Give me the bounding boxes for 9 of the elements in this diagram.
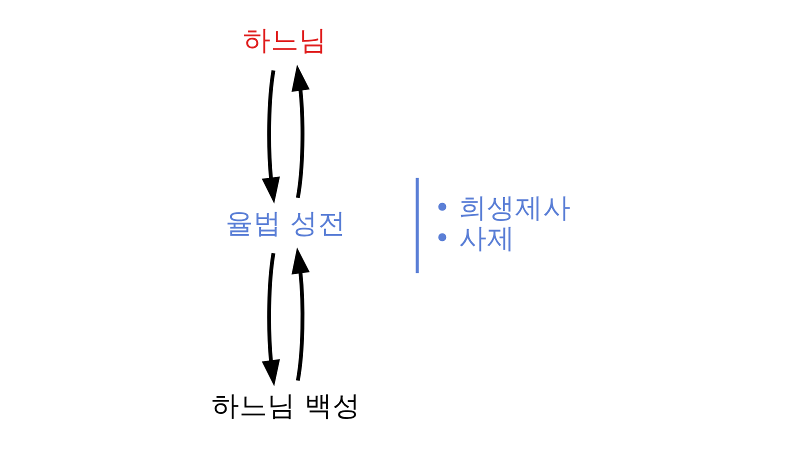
node-label: • 사제 bbox=[434, 221, 516, 254]
arrow bbox=[292, 64, 310, 198]
node-text: 율법 성전 bbox=[225, 206, 346, 239]
node-text: 하느님 백성 bbox=[212, 388, 360, 422]
arrow bbox=[292, 246, 310, 380]
node-label: • 희생제사 bbox=[434, 190, 572, 224]
arrow bbox=[262, 252, 280, 386]
arrow bbox=[262, 70, 280, 204]
node-text: 하느님 bbox=[243, 23, 327, 56]
